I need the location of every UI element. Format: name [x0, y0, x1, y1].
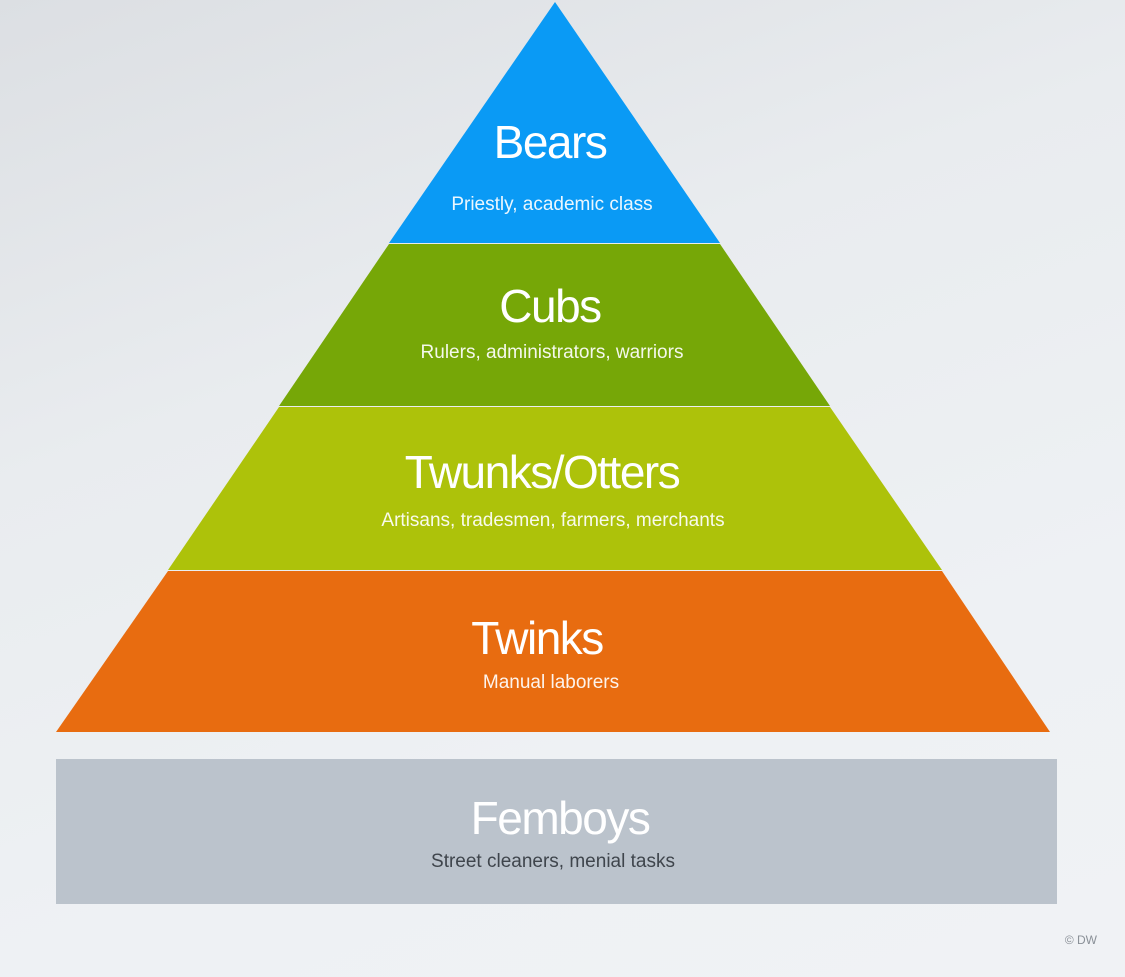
tier-title-twinks: Twinks [471, 612, 603, 664]
tier-description-twinks: Manual laborers [483, 672, 619, 693]
pyramid-tier-twinks: Twinks Manual laborers [56, 571, 1050, 732]
pyramid-tier-cubs: Cubs Rulers, administrators, warriors [279, 244, 830, 406]
tier-description-bears: Priestly, academic class [451, 194, 652, 215]
base-title-femboys: Femboys [471, 792, 650, 844]
pyramid-tier-bears: Bears Priestly, academic class [389, 2, 720, 243]
tier-shape-twunks-otters [168, 407, 942, 570]
pyramid-tier-twunks-otters: Twunks/Otters Artisans, tradesmen, farme… [168, 407, 942, 570]
tier-shape-bears [389, 2, 720, 243]
tier-title-cubs: Cubs [499, 280, 601, 332]
pyramid-base-femboys: Femboys Street cleaners, menial tasks [56, 759, 1057, 904]
tier-description-twunks-otters: Artisans, tradesmen, farmers, merchants [381, 510, 724, 531]
tier-shape-twinks [56, 571, 1050, 732]
base-description-femboys: Street cleaners, menial tasks [431, 851, 675, 872]
tier-title-bears: Bears [494, 116, 607, 168]
tier-description-cubs: Rulers, administrators, warriors [421, 342, 684, 363]
tier-shape-cubs [279, 244, 830, 406]
tier-title-twunks-otters: Twunks/Otters [405, 446, 680, 498]
base-shape-femboys [56, 759, 1057, 904]
copyright-credit: © DW [1064, 933, 1097, 947]
